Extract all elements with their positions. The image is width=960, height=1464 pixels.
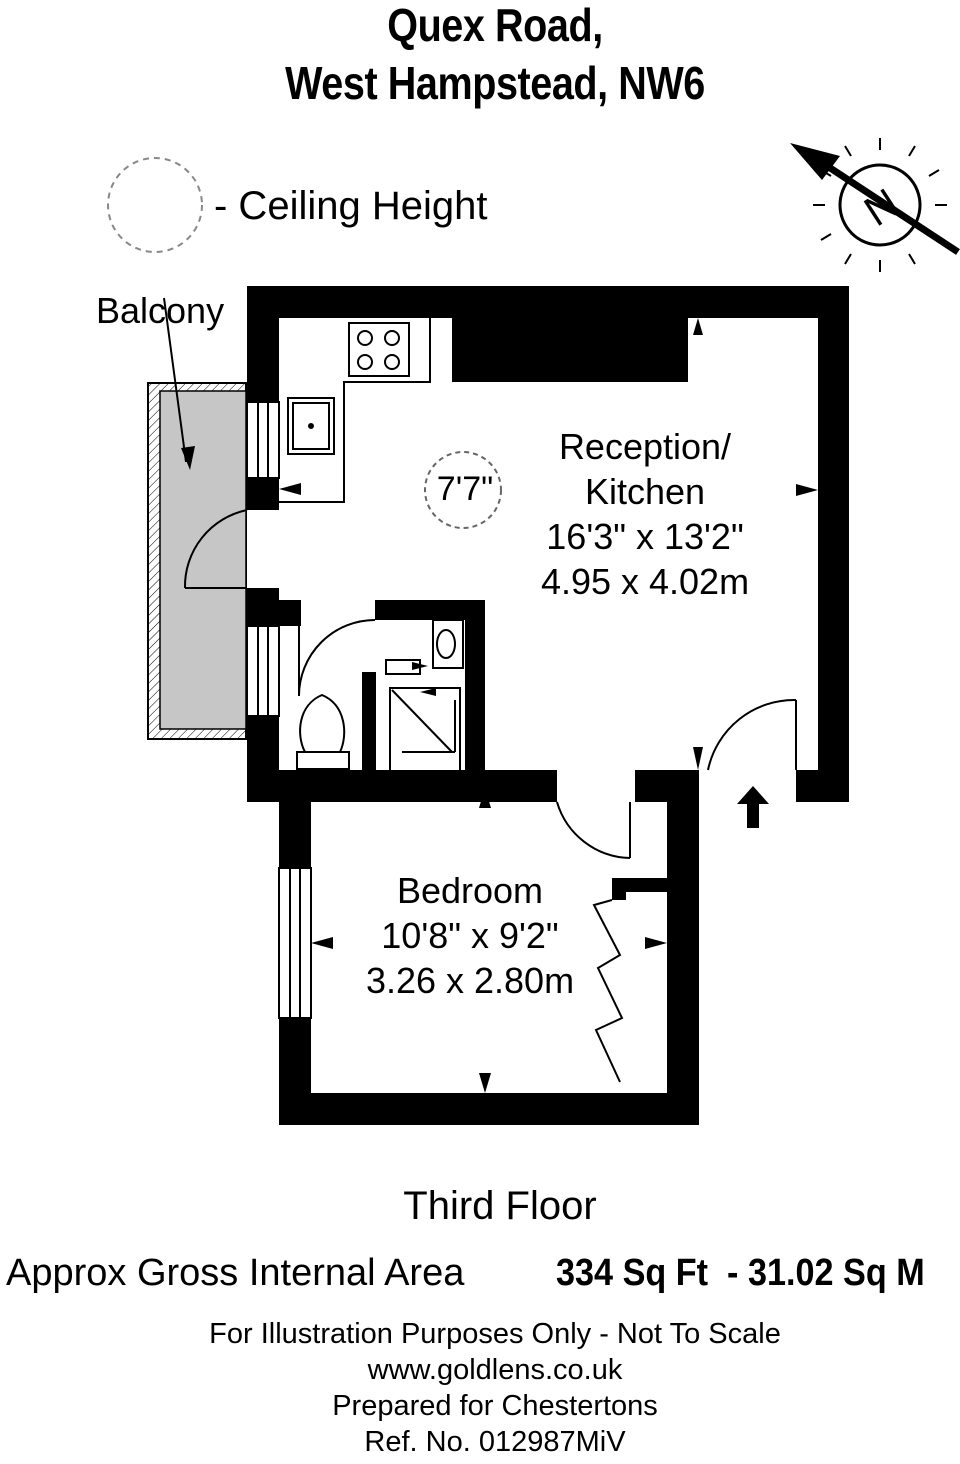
- title-line-2: West Hampstead, NW6: [285, 57, 705, 109]
- area-value: 334 Sq Ft - 31.02 Sq M: [556, 1252, 925, 1294]
- ceiling-height-legend-icon: [107, 157, 203, 253]
- reception-kitchen-label: Reception/ Kitchen 16'3" x 13'2" 4.95 x …: [520, 424, 770, 604]
- footer-prepared-for: Prepared for Chestertons: [332, 1390, 658, 1422]
- bathroom-fittings: [296, 619, 464, 773]
- dimension-arrows: [279, 318, 818, 1093]
- reception-name-line2: Kitchen: [584, 471, 706, 512]
- title-line-1: Quex Road,: [387, 0, 603, 51]
- balcony-area: [147, 297, 247, 740]
- ceiling-height-legend-label: - Ceiling Height: [214, 184, 488, 228]
- bedroom-size-metric: 3.26 x 2.80m: [365, 960, 575, 1001]
- footer-website-link[interactable]: www.goldlens.co.uk: [367, 1354, 623, 1386]
- ceiling-height-value: 7'7": [436, 470, 494, 508]
- bedroom-name: Bedroom: [396, 870, 544, 911]
- footer-disclaimer: For Illustration Purposes Only - Not To …: [209, 1318, 781, 1350]
- windows: [246, 401, 312, 1019]
- area-label: Approx Gross Internal Area: [6, 1252, 465, 1294]
- reception-name-line1: Reception/: [558, 426, 732, 467]
- ceiling-height-marker-icon: [424, 451, 502, 529]
- bedroom-label: Bedroom 10'8" x 9'2" 3.26 x 2.80m: [345, 868, 595, 1003]
- compass-icon: N: [790, 138, 960, 272]
- floor-name: Third Floor: [403, 1184, 597, 1228]
- reception-size-metric: 4.95 x 4.02m: [540, 561, 750, 602]
- balcony-label: Balcony: [96, 290, 225, 331]
- footer-reference: Ref. No. 012987MiV: [364, 1426, 626, 1458]
- kitchen-counter: [279, 318, 431, 503]
- reception-size-imperial: 16'3" x 13'2": [546, 516, 744, 557]
- walls: [247, 286, 849, 1125]
- bedroom-size-imperial: 10'8" x 9'2": [381, 915, 559, 956]
- doors: [183, 509, 797, 1083]
